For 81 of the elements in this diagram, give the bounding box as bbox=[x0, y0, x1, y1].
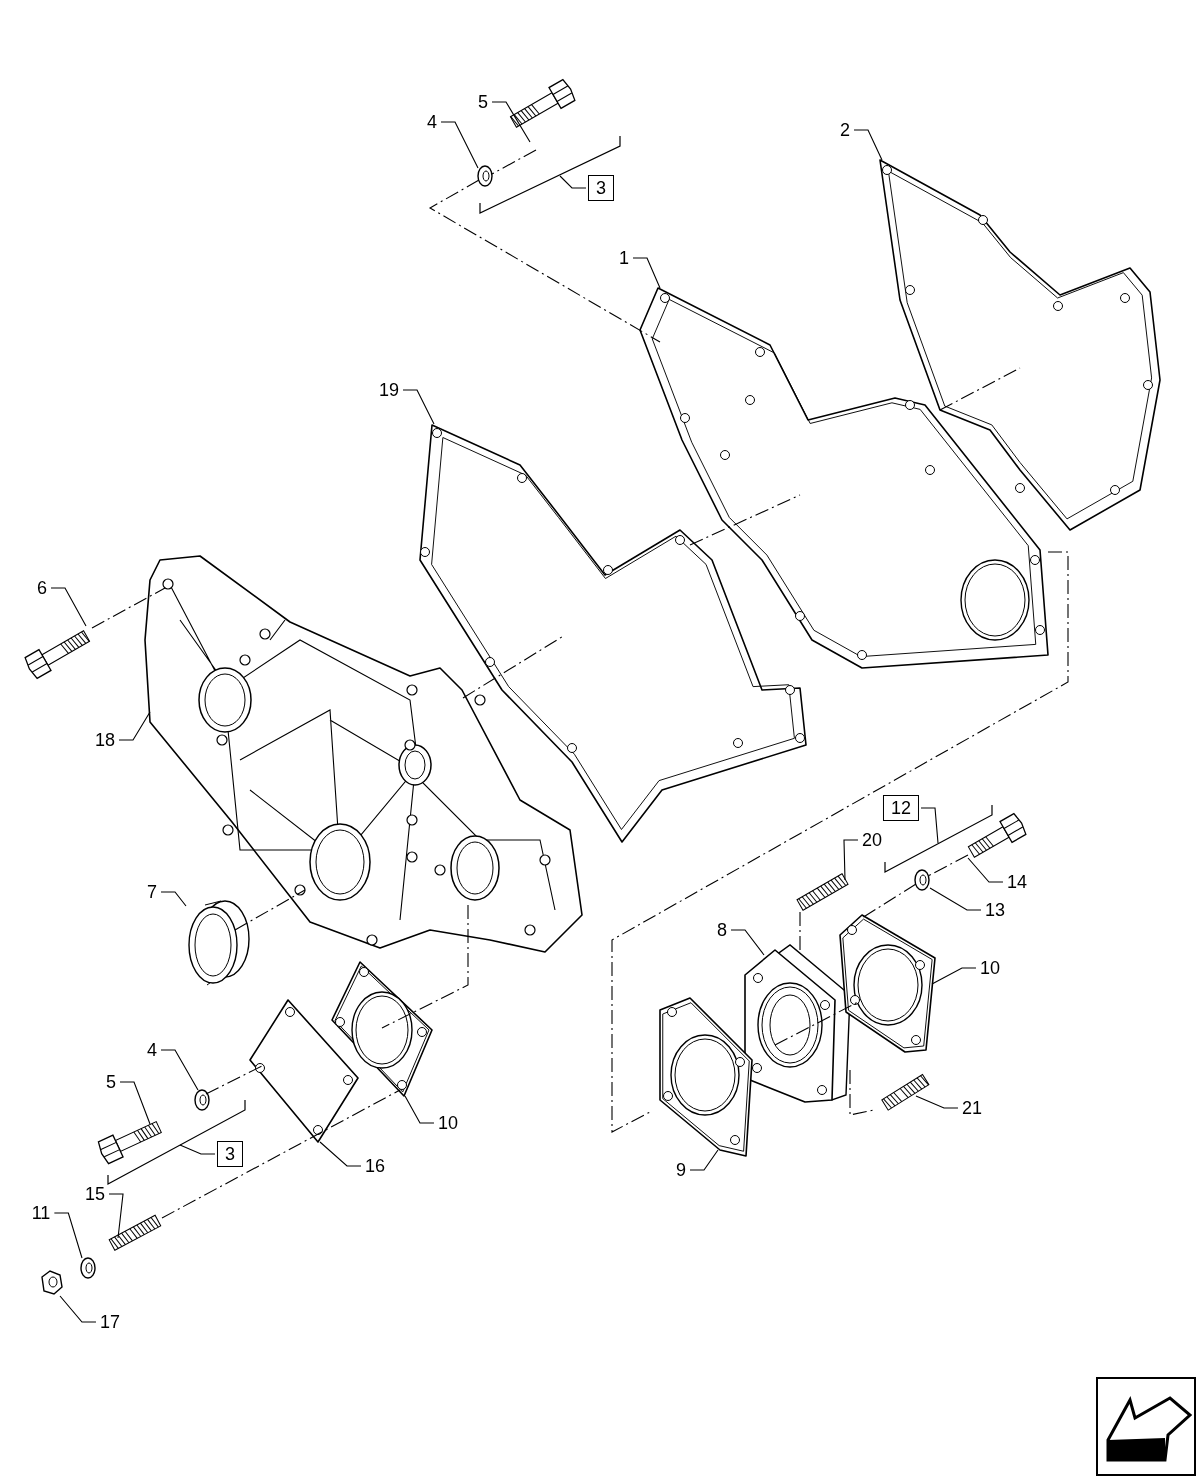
leader-line bbox=[179, 1144, 216, 1155]
center-line bbox=[861, 883, 917, 919]
center-line bbox=[849, 1069, 875, 1116]
leader-line bbox=[915, 1095, 959, 1109]
callout-number: 21 bbox=[960, 1098, 984, 1118]
center-line bbox=[611, 551, 1069, 1133]
reference-number: 12 bbox=[883, 795, 919, 821]
reference-number: 3 bbox=[588, 175, 614, 201]
leader-line bbox=[404, 1095, 435, 1124]
callout-number: 13 bbox=[983, 900, 1007, 920]
bolt-drawing bbox=[967, 812, 1027, 858]
callout-number: 8 bbox=[715, 920, 729, 940]
leader-line bbox=[160, 1049, 199, 1091]
leader-line bbox=[730, 929, 765, 956]
callout-number: 10 bbox=[978, 958, 1002, 978]
bolt-drawing bbox=[97, 1121, 162, 1165]
callout-number: 14 bbox=[1005, 872, 1029, 892]
center-line bbox=[161, 1089, 401, 1219]
bolt-drawing bbox=[509, 78, 576, 128]
center-line bbox=[381, 904, 469, 1029]
leader-line bbox=[689, 1149, 719, 1171]
gasket-drawing bbox=[659, 997, 753, 1157]
callout-number: 4 bbox=[425, 112, 439, 132]
leader-line bbox=[920, 807, 939, 844]
leader-line bbox=[118, 711, 151, 741]
washer-drawing bbox=[914, 869, 930, 891]
callout-number: 7 bbox=[145, 882, 159, 902]
center-line bbox=[428, 179, 661, 343]
callout-number: 9 bbox=[674, 1160, 688, 1180]
bolt-drawing bbox=[24, 630, 91, 680]
center-line bbox=[234, 889, 306, 931]
leader-line bbox=[59, 1295, 97, 1323]
center-line bbox=[799, 911, 801, 951]
center-line bbox=[491, 149, 537, 175]
gasket-drawing bbox=[879, 159, 1161, 531]
reference-number: 3 bbox=[217, 1141, 243, 1167]
callout-number: 16 bbox=[363, 1156, 387, 1176]
leader-line bbox=[559, 175, 587, 189]
callout-number: 5 bbox=[104, 1072, 118, 1092]
callout-number: 11 bbox=[29, 1203, 53, 1223]
nut-drawing bbox=[41, 1270, 63, 1295]
callout-number: 1 bbox=[617, 248, 631, 268]
callout-number: 5 bbox=[476, 92, 490, 112]
center-line bbox=[689, 494, 801, 546]
leader-line bbox=[843, 839, 859, 881]
leader-line bbox=[319, 1141, 362, 1167]
seal-ring-drawing bbox=[188, 900, 250, 986]
callout-number: 6 bbox=[35, 578, 49, 598]
washer-drawing bbox=[194, 1089, 210, 1111]
leader-line bbox=[853, 129, 883, 161]
leader-line bbox=[53, 1212, 83, 1259]
leader-line bbox=[440, 121, 479, 169]
callout-number: 10 bbox=[436, 1113, 460, 1133]
leader-line bbox=[931, 967, 977, 985]
callout-number: 4 bbox=[145, 1040, 159, 1060]
callout-number: 18 bbox=[93, 730, 117, 750]
flange-drawing bbox=[744, 944, 851, 1103]
leader-line bbox=[50, 587, 87, 627]
leader-line bbox=[929, 887, 982, 911]
gasket-drawing bbox=[639, 287, 1049, 669]
cover-plate-drawing bbox=[249, 999, 359, 1143]
leader-line bbox=[402, 389, 435, 425]
leader-line bbox=[632, 257, 661, 289]
gasket-drawing bbox=[419, 424, 807, 843]
leader-line bbox=[491, 101, 531, 143]
callout-number: 17 bbox=[98, 1312, 122, 1332]
leader-line bbox=[119, 1081, 151, 1125]
center-line bbox=[91, 587, 166, 629]
washer-drawing bbox=[80, 1257, 96, 1279]
center-line bbox=[927, 854, 969, 877]
callout-number: 15 bbox=[83, 1184, 107, 1204]
gasket-drawing bbox=[839, 914, 936, 1053]
leader-line bbox=[108, 1193, 124, 1239]
callout-number: 20 bbox=[860, 830, 884, 850]
callout-number: 19 bbox=[377, 380, 401, 400]
housing-drawing bbox=[144, 555, 583, 953]
leader-line bbox=[967, 857, 1004, 883]
washer-drawing bbox=[477, 165, 493, 187]
leader-line bbox=[160, 891, 187, 907]
callout-number: 2 bbox=[838, 120, 852, 140]
center-line bbox=[205, 1065, 263, 1095]
